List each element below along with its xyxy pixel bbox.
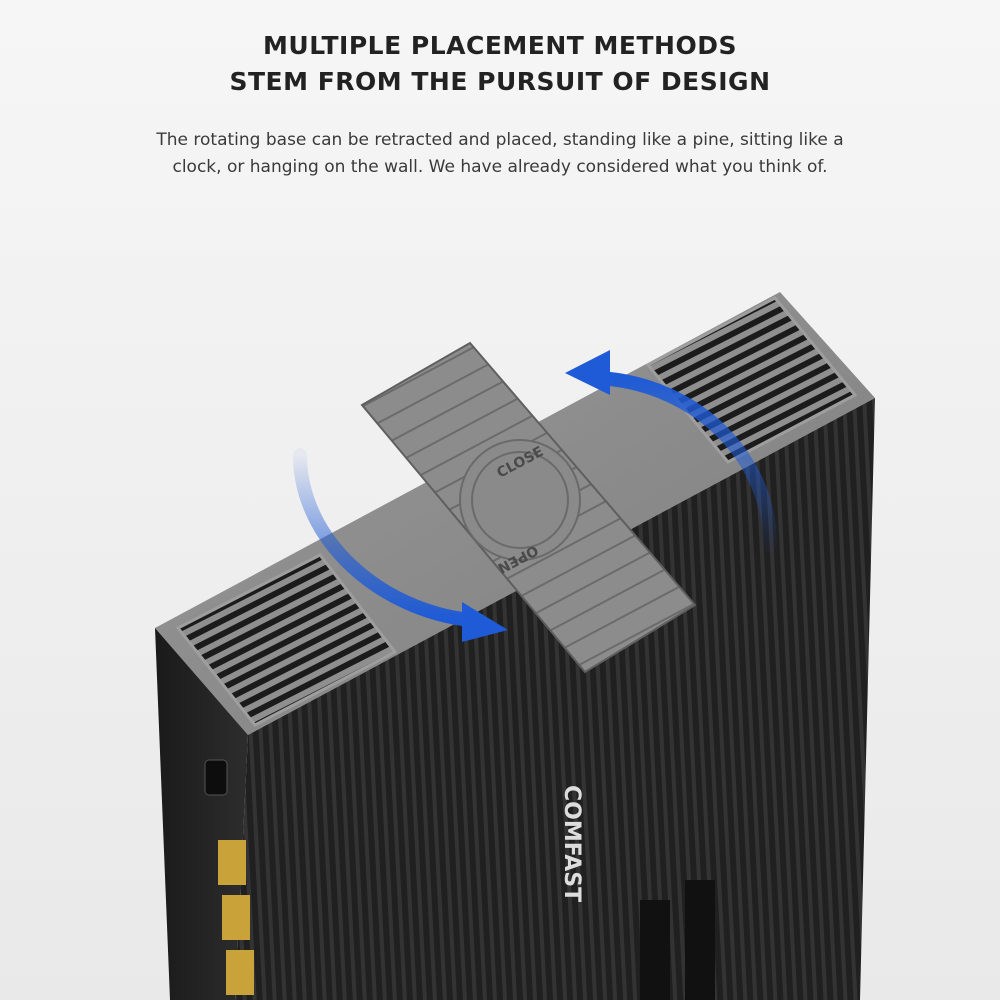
title-line-1: MULTIPLE PLACEMENT METHODS — [263, 31, 737, 60]
rotate-arrow-right — [593, 371, 777, 552]
arrowhead-left-icon — [462, 602, 508, 642]
vent-left — [175, 553, 398, 727]
brand-logo: COMFAST — [559, 785, 584, 902]
description-line-1: The rotating base can be retracted and p… — [156, 130, 844, 150]
router-front-face — [235, 398, 875, 1000]
lan-port — [218, 840, 246, 885]
antenna — [685, 880, 715, 1000]
lan-port — [226, 950, 254, 995]
title-line-2: STEM FROM THE PURSUIT OF DESIGN — [229, 67, 771, 96]
antenna — [640, 900, 670, 1000]
arrowhead-right-icon — [565, 350, 610, 395]
power-port — [204, 759, 228, 796]
description: The rotating base can be retracted and p… — [120, 127, 880, 181]
rotating-stand — [360, 341, 697, 674]
description-line-2: clock, or hanging on the wall. We have a… — [172, 157, 828, 177]
rotate-arrow-left — [293, 448, 477, 627]
lan-port — [222, 895, 250, 940]
page-title: MULTIPLE PLACEMENT METHODS STEM FROM THE… — [0, 28, 1000, 100]
